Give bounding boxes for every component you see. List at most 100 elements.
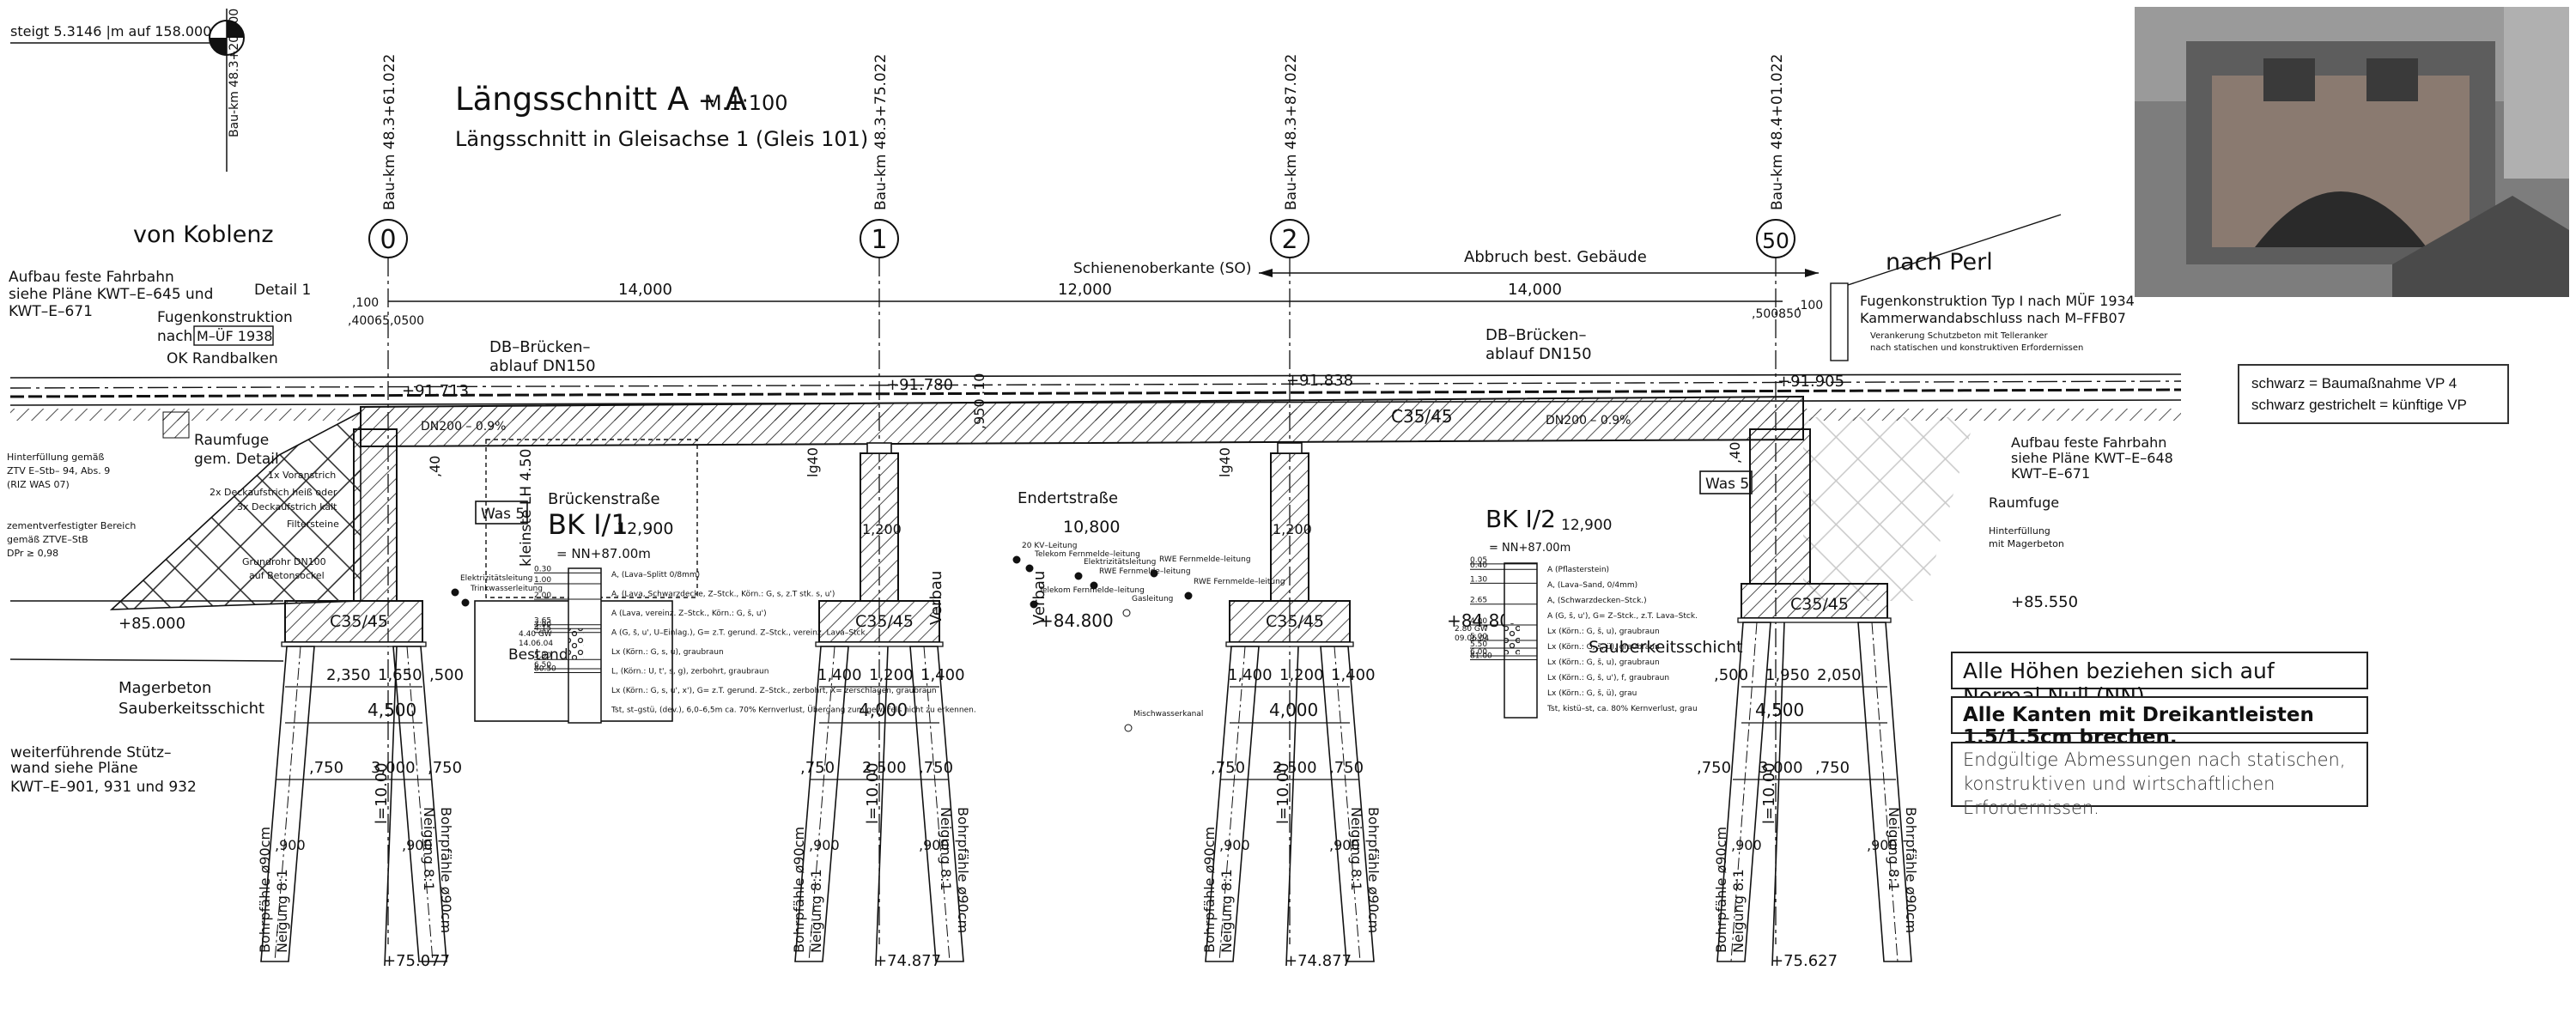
svg-text:Aufbau feste Fahrbahn: Aufbau feste Fahrbahn [2011, 434, 2166, 451]
svg-text:gemäß ZTVE–StB: gemäß ZTVE–StB [7, 534, 88, 545]
svg-text:DN200 – 0.9%: DN200 – 0.9% [421, 420, 506, 434]
soil-layer-label: Lx (Körn.: G, s̄, u'), f, graubraun [1547, 674, 1669, 682]
bored-pile [1320, 646, 1375, 962]
depth-label: 5.00 [1470, 633, 1487, 641]
elevation-label: +91.713 [402, 382, 469, 400]
pile-axis [1871, 622, 1899, 962]
dimension-label: ,750 [428, 759, 462, 777]
utility-pipe [1025, 564, 1034, 573]
svg-text:Sauberkeitsschicht: Sauberkeitsschicht [118, 700, 264, 718]
depth-label: 80.50 [534, 665, 556, 674]
pile-label: Neigung 8:1 [421, 807, 437, 891]
svg-text:12,900: 12,900 [617, 519, 673, 538]
pier-column [860, 452, 899, 602]
axis-number: 0 [380, 225, 396, 255]
svg-text:10,800: 10,800 [1063, 518, 1120, 537]
svg-text:lg40: lg40 [805, 447, 821, 477]
depth-label: 2.65 [1470, 597, 1487, 605]
abutment-wall [1749, 428, 1811, 585]
legend-line: schwarz = Baumaßnahme VP 4 [2251, 375, 2458, 391]
svg-text:,100: ,100 [352, 296, 379, 310]
depth-label: 1.30 [1470, 575, 1487, 584]
svg-text:,10: ,10 [971, 373, 987, 395]
centre-pile [1771, 622, 1785, 967]
dimension-label: ,750 [1697, 759, 1731, 777]
utility-pipe [1090, 581, 1098, 590]
svg-text:siehe Pläne KWT–E–645 und: siehe Pläne KWT–E–645 und [9, 286, 213, 303]
dimension-label: 1,400 [1228, 666, 1273, 684]
soil-layer-label: A, (Lava, Schwarzdecke, Z–Stck., Körn.: … [611, 591, 835, 599]
utility-label: Gasleitung [1132, 595, 1173, 604]
svg-text:= NN+87.00m: = NN+87.00m [1489, 542, 1571, 555]
axis-marker [860, 219, 899, 258]
elevation-label: +74.877 [1285, 952, 1352, 970]
bored-pile [1857, 622, 1912, 962]
centre-pile [384, 646, 398, 967]
depth-label: 4.15 [534, 625, 551, 634]
svg-text:nach: nach [157, 328, 192, 345]
svg-text:,40: ,40 [427, 456, 443, 477]
svg-text:Hinterfüllung gemäß: Hinterfüllung gemäß [7, 452, 104, 463]
street-clearances: kleinste LH 4.50 Brückenstraße BK I/1 12… [474, 439, 1612, 722]
blinding-layer [815, 641, 944, 647]
pile-label: Bohrpfähle ø90cm [1903, 807, 1919, 933]
dimension-label: 2,350 [326, 666, 371, 684]
direction-from: von Koblenz [133, 221, 274, 248]
gradient-note: steigt 5.3146 |m auf 158.000 m Bau-km 48… [10, 9, 245, 172]
pile-length-label: l=10.00 [864, 762, 882, 824]
bk2-label: BK I/2 [1485, 505, 1556, 533]
bored-pile [794, 646, 849, 962]
svg-text:Filtersteine: Filtersteine [287, 519, 339, 530]
concrete-grade-label: C35/45 [330, 612, 388, 631]
svg-text:3x Deckaufstrich kalt: 3x Deckaufstrich kalt [237, 501, 337, 513]
axis-number: 50 [1762, 228, 1789, 253]
rail-top-label: Schienenoberkante (SO) [1073, 260, 1251, 277]
groundwater-label: 4.40 GW [519, 630, 552, 639]
svg-text:KWT–E–671: KWT–E–671 [9, 303, 93, 320]
soil-layer-label: A (Pflasterstein) [1547, 566, 1609, 574]
elevation-label: +84.800 [1039, 610, 1114, 631]
svg-text:,950: ,950 [971, 398, 987, 429]
svg-text:lg40: lg40 [1217, 447, 1233, 477]
pile-label: Bohrpfähle ø90cm [1713, 827, 1729, 953]
svg-text:DB–Brücken–: DB–Brücken– [1485, 326, 1587, 344]
right-annotations: Fugenkonstruktion Typ I nach MÜF 1934 Ka… [1752, 214, 2173, 611]
bridge-deck: C35/45 DN200 – 0.9% DN200 – 0.9% Schiene… [360, 260, 1844, 525]
dimension-label: ,750 [1329, 759, 1364, 777]
pile-axis [1334, 646, 1361, 962]
borehole-bk1: 0.301.002.003.653.904.155.906.5080.50A, … [519, 565, 976, 724]
soil-layer-label: Tst, st–gstü, (dev.), 6,0–6,5m ca. 70% K… [611, 706, 976, 715]
left-annotations: Aufbau feste Fahrbahn siehe Pläne KWT–E–… [7, 269, 424, 796]
elevation-label: +85.000 [118, 615, 185, 633]
groundwater-label: 2.80 GW [1455, 625, 1488, 634]
centre-pile [875, 646, 889, 967]
soil-layer-label: Lx (Körn.: G, s̄, u), graubraun [1547, 628, 1660, 636]
deck-concrete-label: C35/45 [1391, 406, 1453, 427]
elevation-label: +75.627 [1771, 952, 1838, 970]
span-dimensions: Abbruch best. Gebäude 14,000 12,000 14,0… [388, 248, 1819, 302]
depth-label: 5.50 [1470, 640, 1487, 649]
svg-text:Aufbau feste Fahrbahn: Aufbau feste Fahrbahn [9, 269, 174, 286]
svg-text:Hinterfüllung: Hinterfüllung [1989, 525, 2050, 537]
svg-text:12,900: 12,900 [1561, 517, 1612, 534]
elevation-label: +91.905 [1777, 373, 1844, 391]
utility-label: Elektrizitätsleitung [1084, 558, 1156, 567]
svg-text:1x Voranstrich: 1x Voranstrich [268, 470, 336, 481]
utility-label: RWE Fernmelde–leitung [1159, 555, 1251, 564]
svg-text:weiterführende Stütz–: weiterführende Stütz– [10, 744, 172, 761]
dimension-label: ,900 [1867, 837, 1898, 853]
axis-marker [1756, 219, 1795, 258]
note-edge-chamfer: Alle Kanten mit Dreikantleisten 1.5/1.5c… [1951, 696, 2368, 749]
svg-text:Grundrohr DN100: Grundrohr DN100 [242, 556, 326, 567]
station-label: Bau-km 48.3+61.022 [381, 54, 398, 210]
utility-pipe [1030, 600, 1038, 609]
utility-pipe [461, 598, 470, 607]
note-final-dimensions: Endgültige Abmessungen nach statischen, … [1951, 742, 2368, 818]
utility-pipe [1150, 569, 1158, 578]
utility-label: 20 KV–Leitung [1022, 542, 1077, 550]
pile-label: Bohrpfähle ø90cm [438, 807, 454, 933]
pile-label: Neigung 8:1 [938, 807, 954, 891]
